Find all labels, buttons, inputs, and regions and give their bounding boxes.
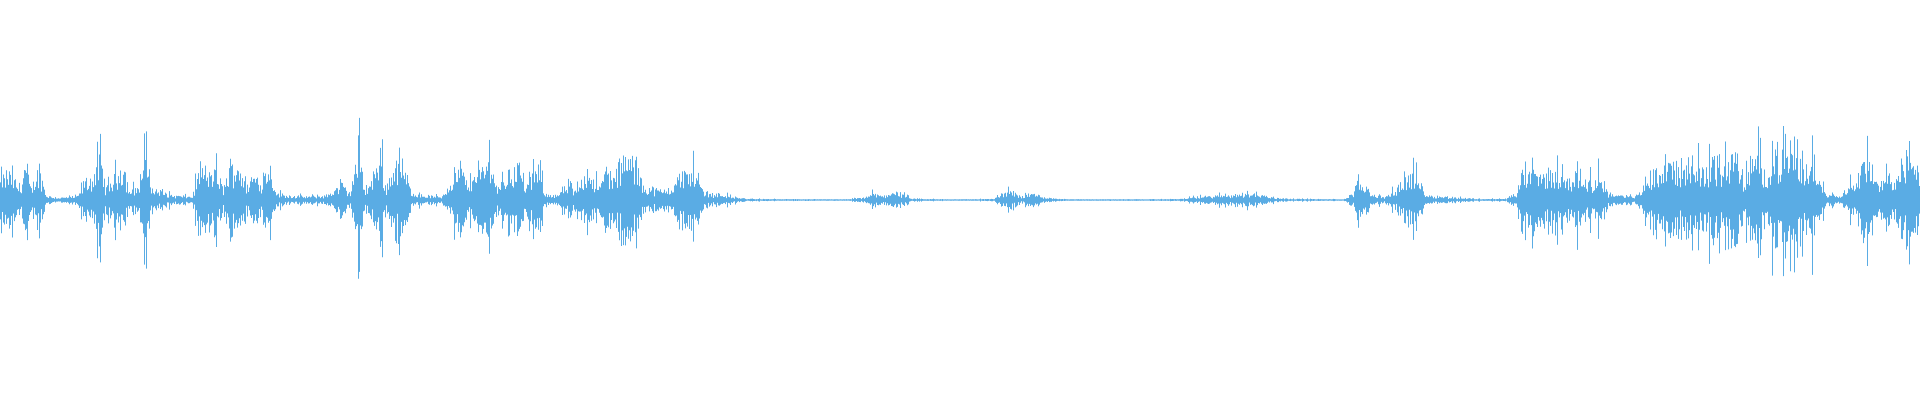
waveform-bars [0,117,1920,279]
